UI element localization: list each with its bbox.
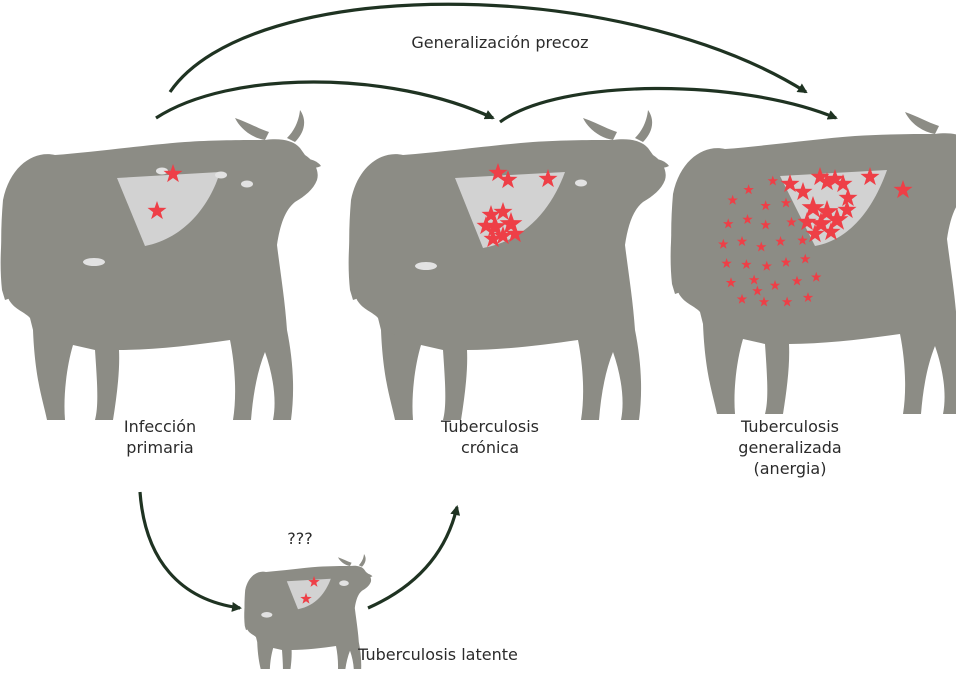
anergy-note: (anergia) <box>700 458 880 479</box>
chronic-tuberculosis-label: Tuberculosis crónica <box>400 416 580 458</box>
chronic-to-generalized-arrow <box>500 88 836 122</box>
lymph-node <box>415 262 437 270</box>
cow-chronic-tuberculosis <box>349 110 669 420</box>
early-generalization-label: Generalización precoz <box>380 32 620 53</box>
latent-question-label: ??? <box>270 528 330 549</box>
primary-infection-label: Infección primaria <box>70 416 250 458</box>
cow-generalized-tuberculosis <box>671 104 956 414</box>
primary-to-latent-arrow <box>140 492 240 608</box>
primary-to-chronic-arrow <box>156 82 493 118</box>
generalized-tuberculosis-label: Tuberculosis generalizada (anergia) <box>700 416 880 479</box>
latent-to-chronic-arrow <box>368 507 457 608</box>
generalized-tuberculosis-label-line2: generalizada <box>700 437 880 458</box>
chronic-tuberculosis-label-line1: Tuberculosis <box>400 416 580 437</box>
lymph-node <box>241 181 253 188</box>
lymph-node <box>83 258 105 266</box>
generalized-tuberculosis-label-line1: Tuberculosis <box>700 416 880 437</box>
primary-infection-label-line1: Infección <box>70 416 250 437</box>
primary-infection-label-line2: primaria <box>70 437 250 458</box>
lymph-node <box>339 580 349 586</box>
lymph-node <box>261 612 272 618</box>
latent-tuberculosis-label: Tuberculosis latente <box>338 644 538 665</box>
lymph-node <box>215 172 227 179</box>
lymph-node <box>575 180 587 187</box>
chronic-tuberculosis-label-line2: crónica <box>400 437 580 458</box>
cow-primary-infection <box>1 110 321 420</box>
